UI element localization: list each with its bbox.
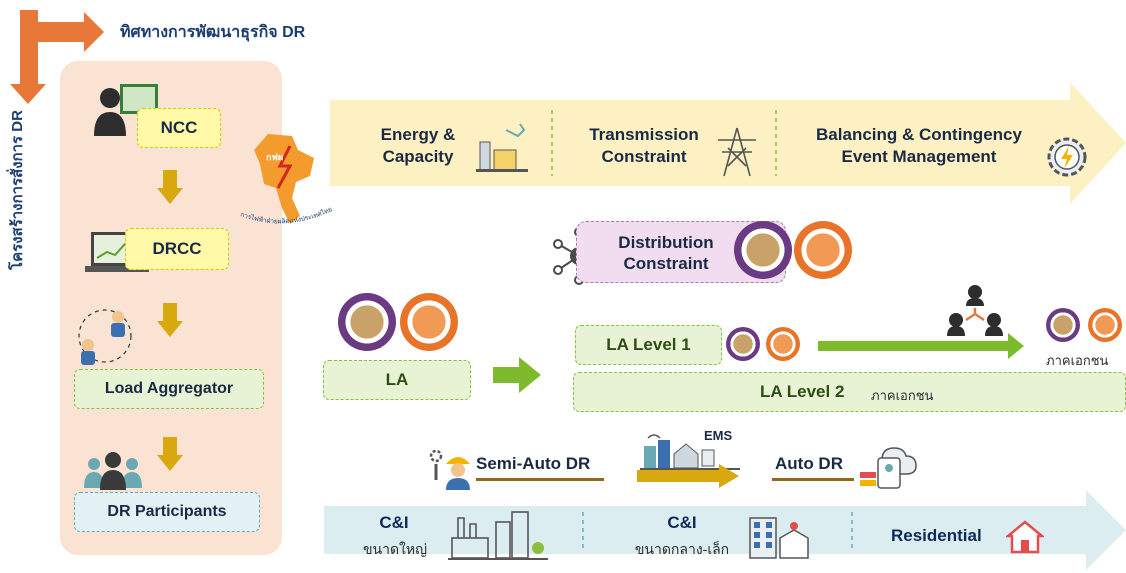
- mea-logo: [794, 221, 852, 279]
- svg-text:กฟผ: กฟผ: [266, 152, 283, 162]
- vertical-axis-title: โครงสร้างการสั่งการ DR: [9, 110, 26, 270]
- participants-group-icon: [84, 452, 142, 490]
- horizontal-axis-title: ทิศทางการพัฒนาธุรกิจ DR: [120, 24, 306, 41]
- org-network-icon: [947, 285, 1003, 336]
- energy-capacity-label: Energy & Capacity: [380, 125, 456, 166]
- auto-dr-underline: [772, 478, 854, 481]
- operator-monitor-icon: [94, 84, 158, 136]
- cloud-device-icon: [860, 447, 917, 489]
- la-level2-label: LA Level 2: [760, 382, 845, 401]
- aggregator-people-icon: [78, 309, 132, 365]
- mea-logo-l1: [766, 327, 800, 361]
- semi-auto-label: Semi-Auto DR: [476, 454, 591, 473]
- power-plant-icon: [476, 123, 528, 172]
- ci-large-sub: ขนาดใหญ่: [362, 541, 428, 557]
- down-arrow-2: [157, 303, 183, 337]
- mea-logo-la: [400, 293, 458, 351]
- ems-arrow: [637, 464, 739, 488]
- smart-building-icon: [640, 434, 740, 470]
- dr-participants-box: DR Participants: [74, 492, 260, 532]
- residential-label: Residential: [891, 526, 982, 545]
- ci-small-sub: ขนาดกลาง-เล็ก: [634, 541, 730, 557]
- ncc-box: NCC: [137, 108, 221, 148]
- la-right-arrow: [493, 357, 541, 393]
- transmission-constraint-label: Transmission Constraint: [589, 125, 699, 166]
- bottom-band-arrow: [324, 490, 1126, 570]
- la-box: LA: [323, 360, 471, 400]
- down-arrow-1: [157, 170, 183, 204]
- load-aggregator-box: Load Aggregator: [74, 369, 264, 409]
- la-level2-box: [573, 372, 1126, 412]
- house-icon: [1006, 520, 1044, 554]
- worker-gear-icon: [429, 449, 470, 490]
- level1-long-arrow: [818, 333, 1024, 359]
- la-level1-box: LA Level 1: [575, 325, 722, 365]
- mea-logo-private: [1088, 308, 1122, 342]
- pea-logo: [734, 221, 792, 279]
- drcc-box: DRCC: [125, 228, 229, 270]
- semi-auto-underline: [476, 478, 604, 481]
- egat-logo: กฟผ การไฟฟ้าฝ่ายผลิตแห่งประเทศไทย: [239, 134, 334, 225]
- office-shop-icon: [749, 517, 809, 559]
- private-sector-label: ภาคเอกชน: [1046, 353, 1109, 368]
- pea-logo-l1: [726, 327, 760, 361]
- axis-arrows: [10, 10, 104, 104]
- balancing-label: Balancing & Contingency Event Management: [816, 125, 1022, 166]
- ems-label: EMS: [704, 428, 733, 443]
- gear-lightning-icon: [1047, 137, 1087, 177]
- top-band-arrow: [330, 82, 1126, 204]
- pea-logo-private: [1046, 308, 1080, 342]
- pea-logo-la: [338, 293, 396, 351]
- distribution-constraint-label: Distribution Constraint: [618, 233, 714, 273]
- ci-large-title: C&I: [379, 513, 409, 532]
- la-level2-suffix: ภาคเอกชน: [871, 388, 934, 403]
- auto-dr-label: Auto DR: [775, 454, 843, 473]
- down-arrow-3: [157, 437, 183, 471]
- transmission-tower-icon: [718, 127, 756, 177]
- ci-small-title: C&I: [667, 513, 697, 532]
- factory-city-icon: [448, 511, 548, 560]
